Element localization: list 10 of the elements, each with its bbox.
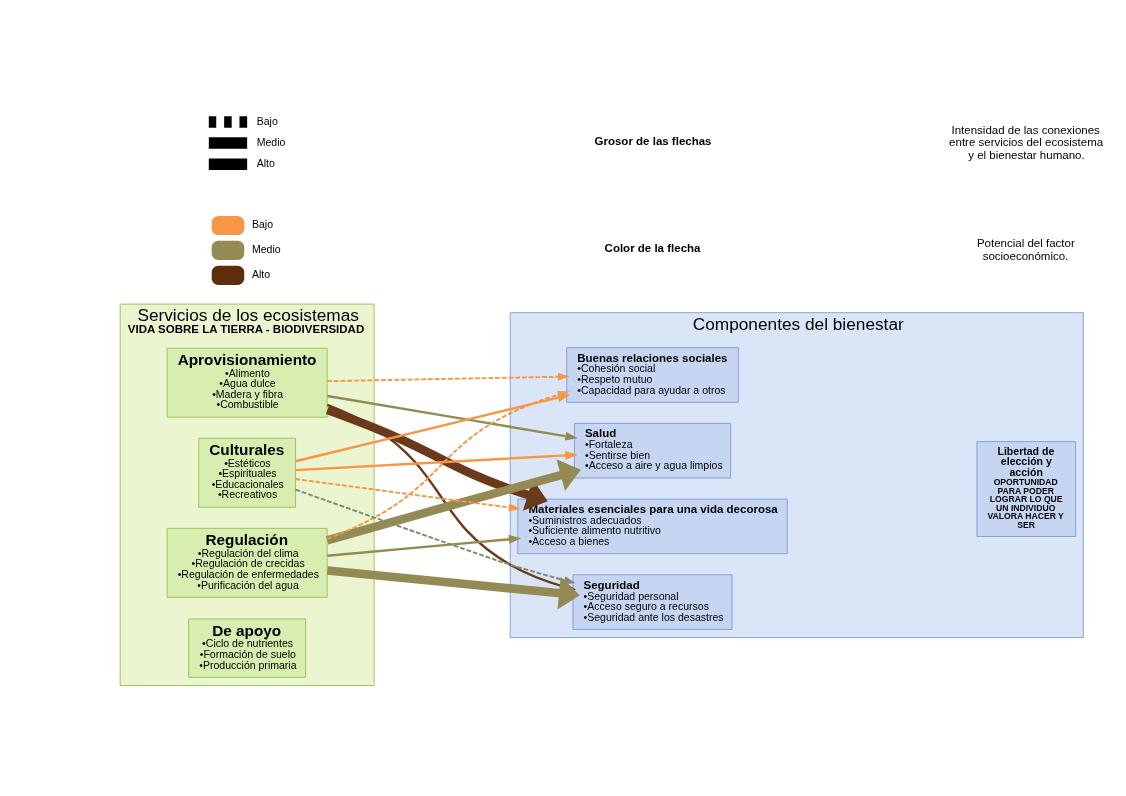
legend-label: Alto — [251, 268, 271, 281]
legend-label: Medio — [251, 243, 281, 256]
label: Intensidad de las conexiones entre servicios del ecosistema y el bienestar humano. — [949, 123, 1104, 161]
legend-label: Bajo — [256, 114, 278, 127]
label: Color de la flecha — [604, 242, 701, 255]
label: Potencial del factor socioeconómico. — [976, 237, 1075, 262]
legend-label: Alto — [256, 156, 275, 169]
label: Grosor de las flechas — [594, 135, 712, 148]
legend-label: Medio — [256, 135, 286, 148]
legend-label: Bajo — [251, 218, 274, 231]
